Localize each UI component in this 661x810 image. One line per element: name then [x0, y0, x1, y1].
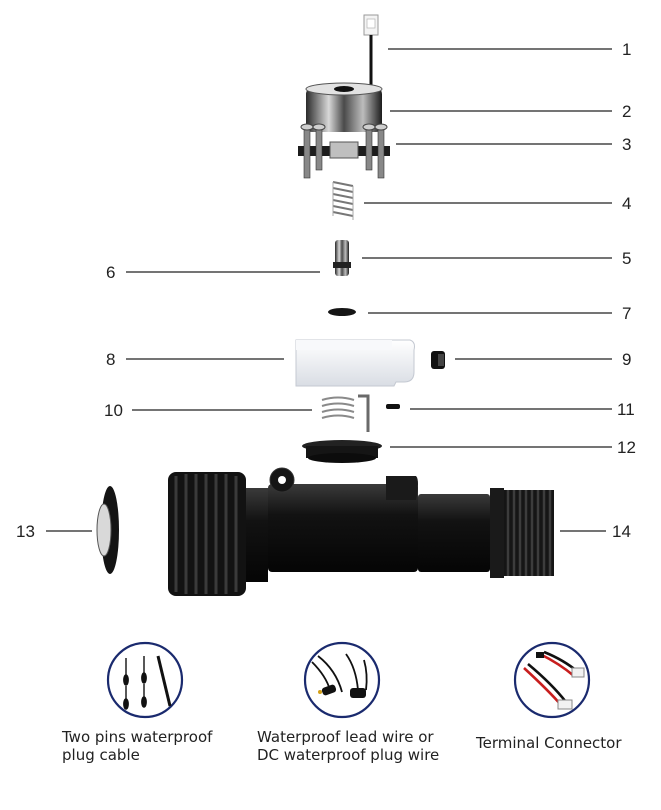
- lead-wire-icon: [303, 641, 381, 719]
- option-label-lead-wire-line1: Waterproof lead wire or: [257, 728, 434, 746]
- part-9-plug: [431, 351, 445, 369]
- part-10-spring: [321, 394, 370, 432]
- callout-5: 5: [622, 249, 631, 268]
- part-7-o-ring: [328, 308, 356, 316]
- option-label-lead-wire: Waterproof lead wire or DC waterproof pl…: [257, 728, 457, 764]
- part-5-plunger: [333, 240, 351, 276]
- callout-3: 3: [622, 135, 631, 154]
- callout-12: 12: [617, 438, 636, 457]
- option-label-lead-wire-line2: DC waterproof plug wire: [257, 746, 440, 764]
- leader-lines: [46, 48, 612, 532]
- part-3-bracket-screws: [298, 123, 390, 179]
- part-13-filter: [96, 486, 119, 574]
- callout-8: 8: [106, 350, 115, 369]
- callout-14: 14: [612, 522, 631, 541]
- part-14-valve-body: [168, 467, 554, 596]
- callout-10: 10: [104, 401, 123, 420]
- callout-7: 7: [622, 304, 631, 323]
- callout-4: 4: [622, 194, 631, 213]
- option-label-pins-cable-line2: plug cable: [62, 746, 140, 764]
- pins-cable-icon: [106, 641, 184, 719]
- callout-9: 9: [622, 350, 631, 369]
- part-12-diaphragm: [302, 440, 382, 463]
- option-label-pins-cable: Two pins waterproof plug cable: [62, 728, 237, 764]
- part-11-pin: [386, 404, 400, 409]
- callout-1: 1: [622, 40, 631, 59]
- callout-6: 6: [106, 263, 115, 282]
- part-2-coil: [305, 82, 383, 132]
- option-label-terminal-connector-line1: Terminal Connector: [476, 734, 622, 752]
- callout-2: 2: [622, 102, 631, 121]
- part-1-connector: [363, 14, 379, 88]
- part-8-valve-cap: [295, 339, 415, 387]
- option-label-terminal-connector: Terminal Connector: [476, 734, 651, 752]
- callout-11: 11: [617, 400, 635, 419]
- part-4-spring: [332, 181, 354, 220]
- callout-13: 13: [16, 522, 35, 541]
- option-label-pins-cable-line1: Two pins waterproof: [62, 728, 213, 746]
- terminal-connector-icon: [513, 641, 591, 719]
